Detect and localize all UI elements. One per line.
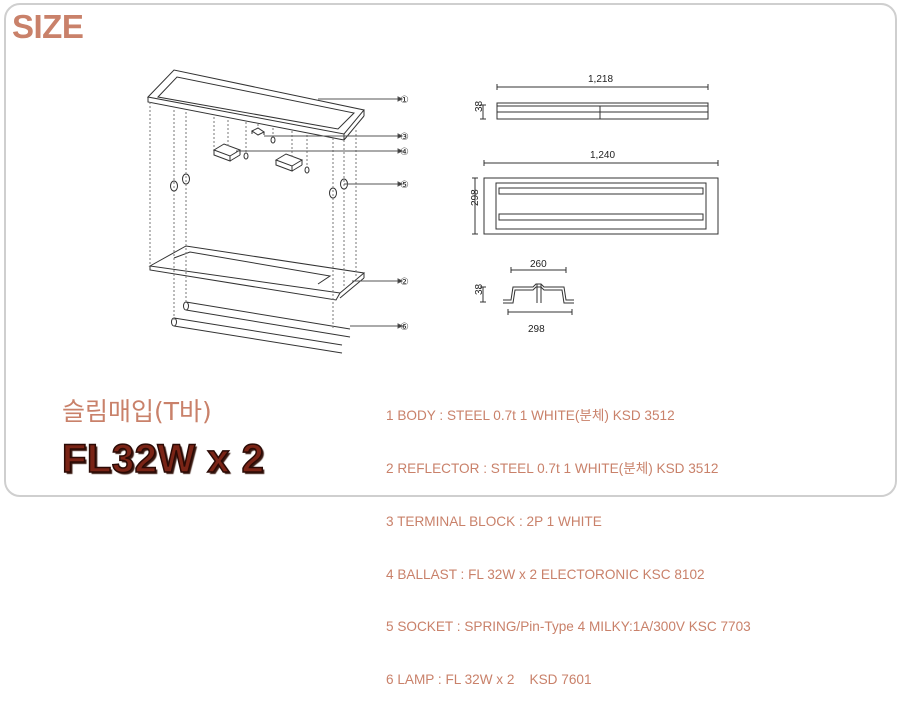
dim-section-top: 260 — [530, 259, 547, 270]
leader-lines — [236, 96, 404, 329]
dim-top-width: 1,218 — [588, 74, 613, 85]
socket-part — [170, 173, 348, 199]
spec-item: 6 LAMP : FL 32W x 2 KSD 7601 — [386, 672, 592, 688]
technical-drawing: ① ③ ④ ⑤ ② ⑥ 1,218 38 1,240 298 — [146, 69, 719, 354]
callout-6: ⑥ — [400, 322, 409, 333]
callout-3: ③ — [400, 132, 409, 143]
section-view — [480, 267, 574, 315]
callout-5: ⑤ — [400, 180, 409, 191]
spec-item: 2 REFLECTOR : STEEL 0.7t 1 WHITE(분체) KSD… — [386, 460, 719, 476]
spec-item: 4 BALLAST : FL 32W x 2 ELECTORONIC KSC 8… — [386, 566, 705, 582]
terminal-block-part — [251, 127, 265, 136]
reflector-part — [148, 245, 366, 301]
content-frame — [4, 3, 897, 497]
page-title: SIZE — [12, 8, 84, 45]
product-model: FL32W x 2 — [61, 436, 265, 482]
plan-view — [472, 160, 719, 235]
spec-item: 3 TERMINAL BLOCK : 2P 1 WHITE — [386, 513, 602, 529]
ballast-part — [212, 143, 304, 172]
dim-section-height: 38 — [474, 283, 485, 295]
product-type: 슬림매입(T바) — [62, 397, 212, 426]
callout-numbers: ① ③ ④ ⑤ ② ⑥ — [400, 95, 409, 333]
spec-item: 5 SOCKET : SPRING/Pin-Type 4 MILKY:1A/30… — [386, 619, 751, 635]
callout-1: ① — [400, 95, 409, 106]
screws — [243, 136, 310, 174]
dim-plan-width: 1,240 — [590, 150, 615, 161]
assembly-guides — [149, 102, 357, 330]
spec-item: 1 BODY : STEEL 0.7t 1 WHITE(분체) KSD 3512 — [386, 408, 675, 424]
dim-plan-height: 298 — [470, 189, 481, 206]
lamp-part — [171, 301, 351, 354]
spec-list: 1 BODY : STEEL 0.7t 1 WHITE(분체) KSD 3512… — [386, 372, 751, 706]
dim-section-bottom: 298 — [528, 324, 545, 335]
callout-2: ② — [400, 277, 409, 288]
dim-top-height: 38 — [474, 100, 485, 112]
side-view — [480, 84, 709, 120]
body-part — [146, 69, 365, 141]
callout-4: ④ — [400, 147, 409, 158]
